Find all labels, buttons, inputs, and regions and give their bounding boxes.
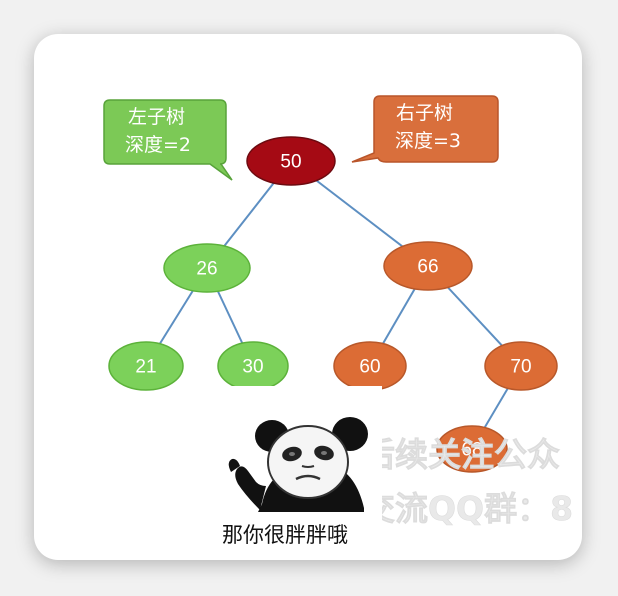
tree-node-label: 30 bbox=[242, 357, 263, 378]
tree-node-50: 50 bbox=[246, 136, 336, 186]
tree-node-shape bbox=[108, 341, 184, 391]
tree-nodes: 50 26 66 21 30 60 70 68 bbox=[108, 136, 558, 473]
left-callout-bubble bbox=[103, 99, 233, 181]
slide-card: 左子树 深度=2 右子树 深度=3 50 26 66 21 30 60 70 68 后续关注公… bbox=[34, 34, 582, 560]
tree-node-label: 21 bbox=[135, 357, 156, 378]
tree-node-21: 21 bbox=[108, 341, 184, 391]
tree-node-68: 68 bbox=[436, 425, 508, 473]
left-callout-line2: 深度=2 bbox=[125, 134, 191, 156]
meme-sticker: 那你很胖胖哦 bbox=[202, 386, 382, 558]
tree-node-30: 30 bbox=[217, 341, 289, 391]
tree-node-26: 26 bbox=[163, 243, 251, 293]
tree-node-label: 66 bbox=[417, 257, 438, 278]
left-depth-callout: 左子树 深度=2 bbox=[103, 99, 233, 181]
right-callout-bubble bbox=[351, 95, 499, 163]
tree-node-label: 50 bbox=[280, 152, 301, 173]
tree-node-label: 60 bbox=[359, 357, 380, 378]
tree-diagram: 左子树 深度=2 右子树 深度=3 50 26 66 21 30 60 70 68 后续关注公… bbox=[103, 95, 574, 558]
right-depth-callout: 右子树 深度=3 bbox=[351, 95, 499, 163]
tree-node-label: 70 bbox=[510, 357, 531, 378]
watermark: 后续关注公众 交流QQ群：8 bbox=[362, 435, 574, 529]
tree-node-shape bbox=[436, 425, 508, 473]
tree-node-label: 68 bbox=[461, 440, 482, 461]
tree-node-shape bbox=[163, 243, 251, 293]
left-callout-line1: 左子树 bbox=[128, 106, 185, 128]
right-callout-line1: 右子树 bbox=[396, 102, 453, 124]
tree-node-label: 26 bbox=[196, 259, 217, 280]
meme-caption: 那你很胖胖哦 bbox=[222, 523, 348, 547]
tree-node-66: 66 bbox=[383, 241, 473, 291]
tree-node-shape bbox=[383, 241, 473, 291]
watermark-line2: 交流QQ群：8 bbox=[362, 489, 573, 528]
panda-meme-icon bbox=[228, 417, 368, 512]
tree-node-70: 70 bbox=[484, 341, 558, 391]
tree-node-shape bbox=[484, 341, 558, 391]
watermark-line1: 后续关注公众 bbox=[362, 435, 560, 474]
tree-node-60: 60 bbox=[333, 341, 407, 391]
tree-node-shape bbox=[246, 136, 336, 186]
right-callout-line2: 深度=3 bbox=[395, 130, 461, 152]
